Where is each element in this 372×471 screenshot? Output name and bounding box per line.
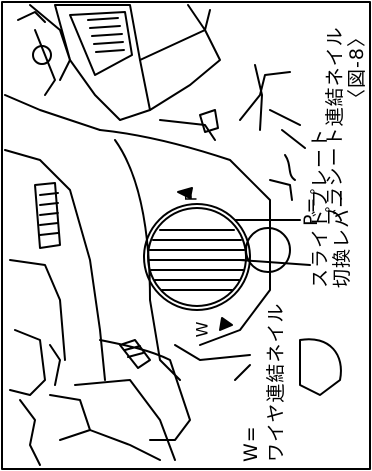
w-label-line1: W= <box>240 425 262 462</box>
w-mark: W <box>192 321 212 338</box>
switch-lever-label: 切換レバー <box>331 187 353 288</box>
w-label-line2: ワイヤ連結ネイル <box>265 302 287 462</box>
p-mark: P <box>181 191 201 202</box>
